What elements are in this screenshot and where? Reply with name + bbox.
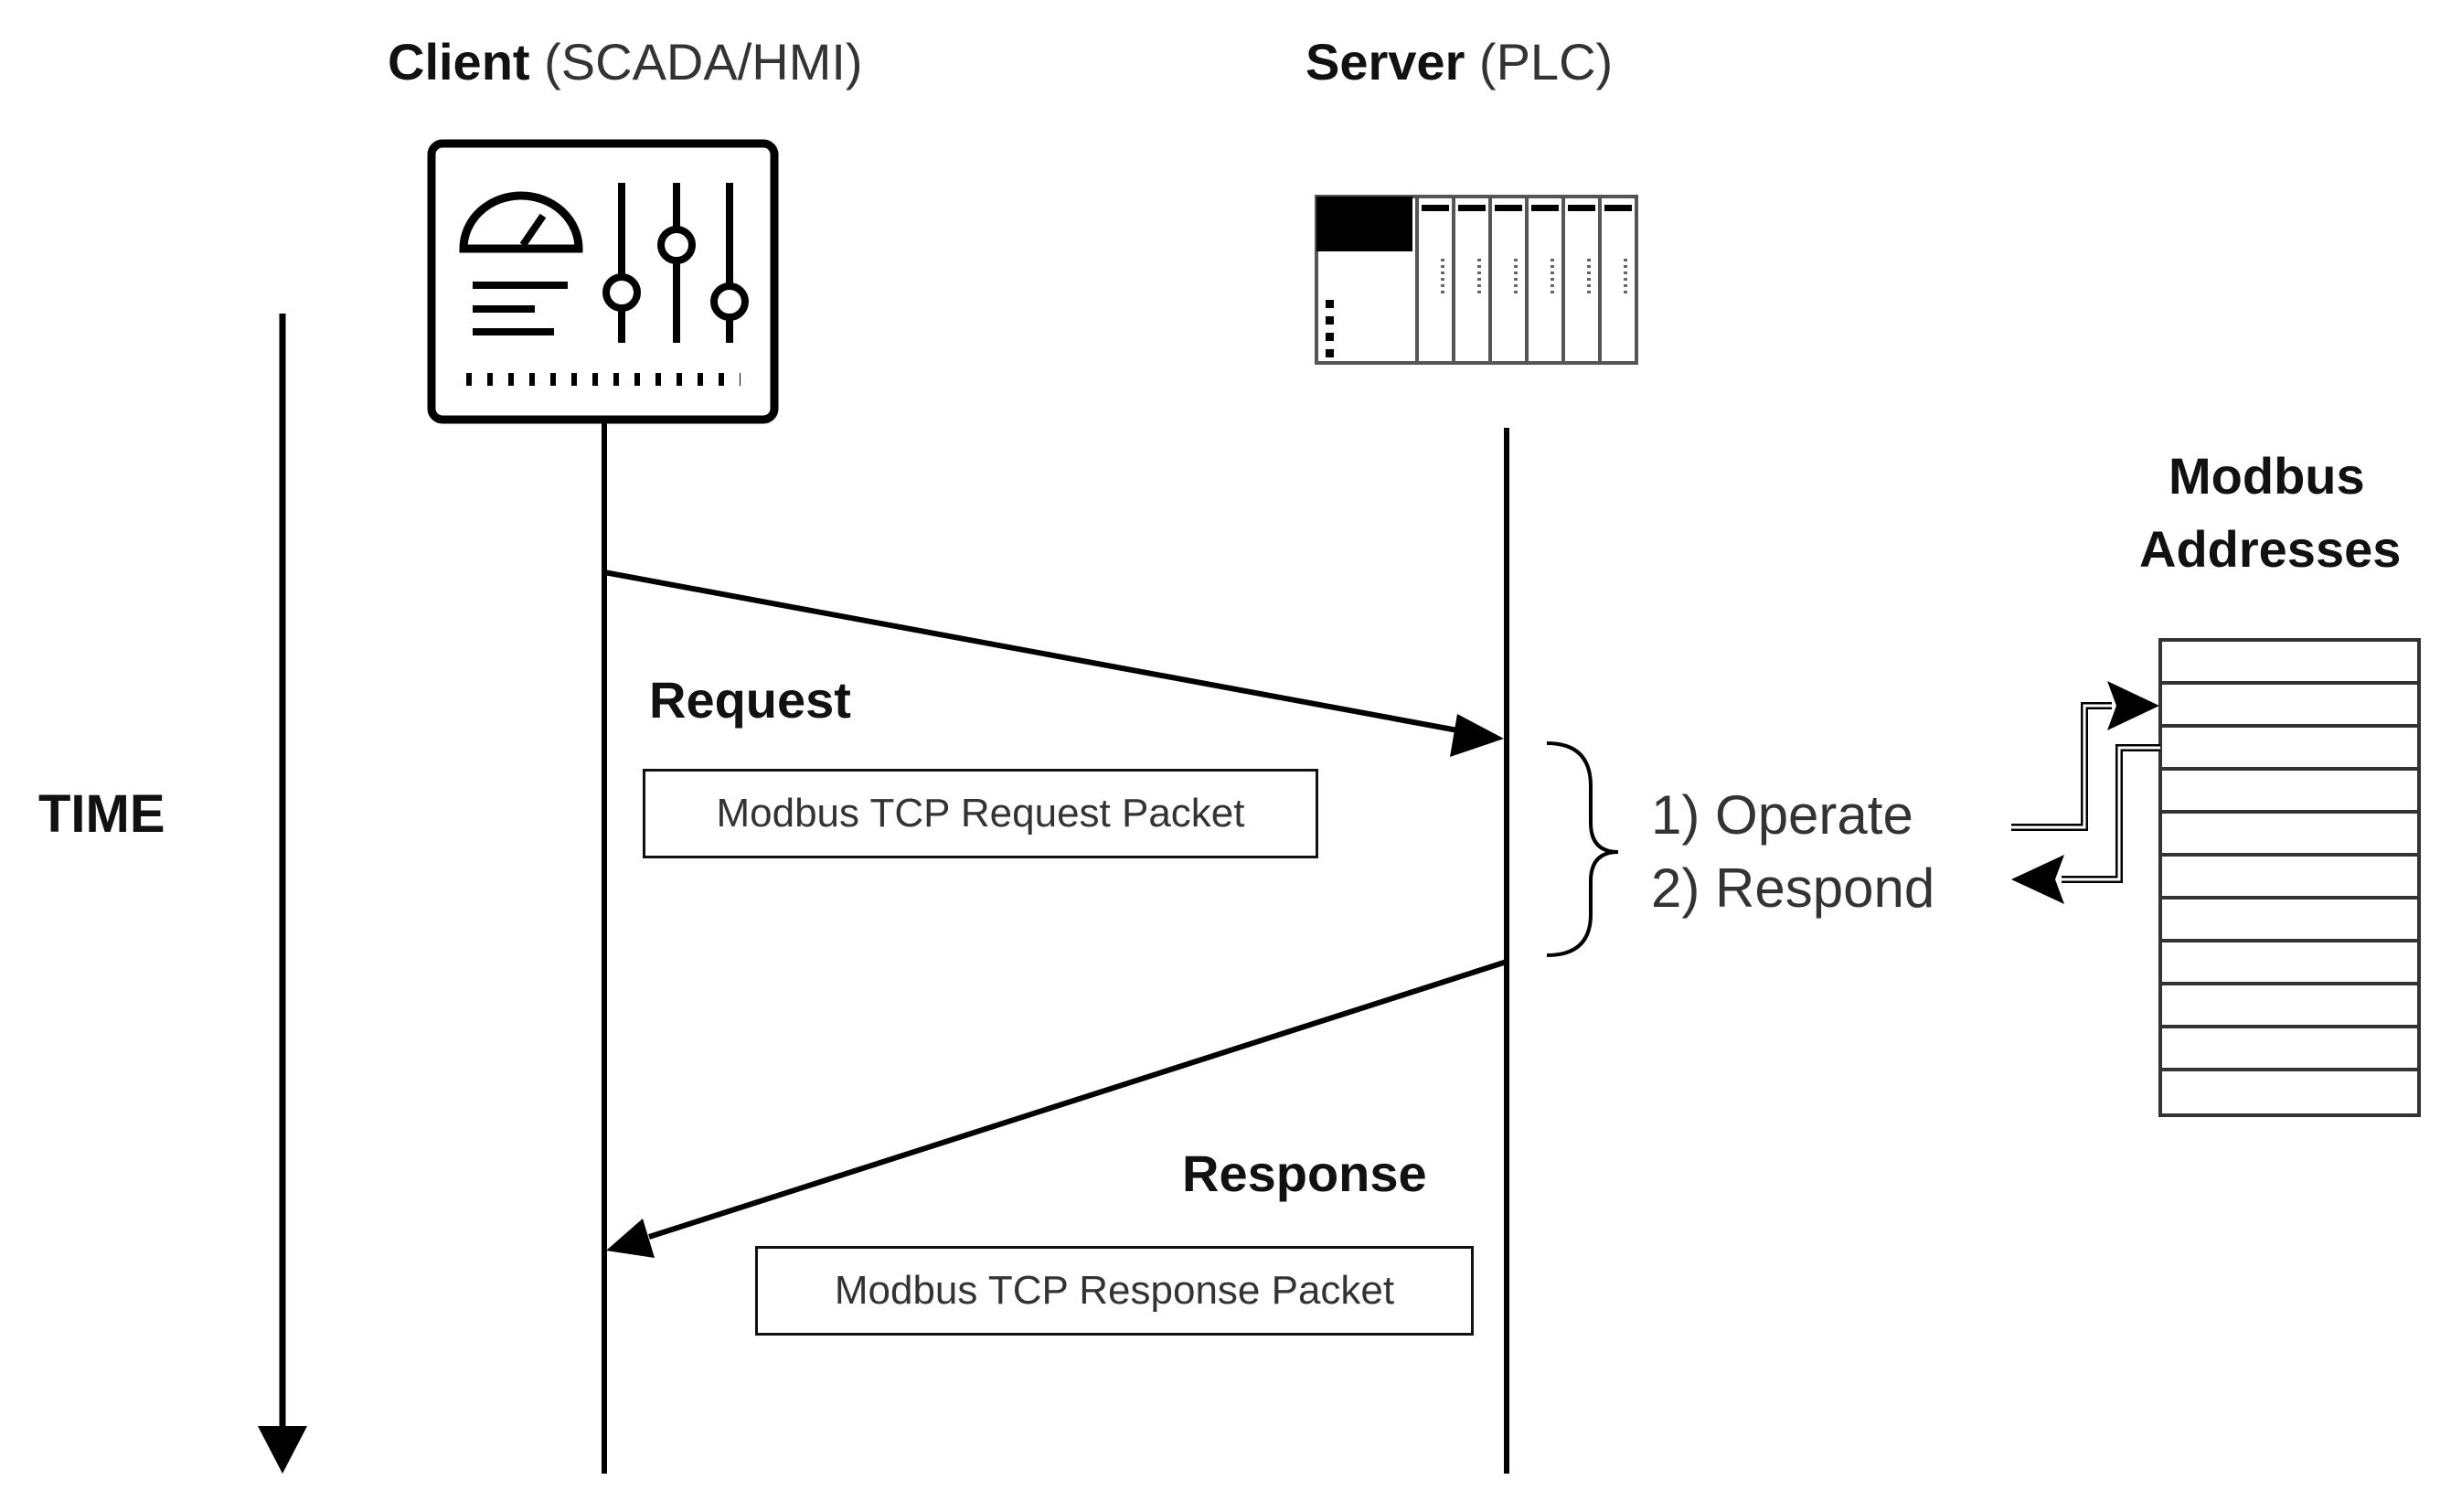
response-arrow — [606, 959, 1508, 1258]
client-title: Client (SCADA/HMI) — [388, 37, 863, 88]
time-arrow — [258, 314, 307, 1474]
request-arrow — [603, 570, 1504, 757]
request-packet-text: Modbus TCP Request Packet — [716, 791, 1245, 836]
step-operate: 1) Operate — [1651, 784, 1913, 846]
plc-rack-icon — [1315, 195, 1638, 365]
time-label: TIME — [38, 784, 165, 844]
response-label: Response — [1182, 1145, 1427, 1202]
operate-arrow — [2011, 681, 2159, 831]
client-title-role: (SCADA/HMI) — [529, 33, 863, 91]
respond-arrow — [2011, 744, 2160, 904]
request-packet-box: Modbus TCP Request Packet — [643, 769, 1318, 858]
server-title: Server (PLC) — [1305, 37, 1613, 88]
client-title-bold: Client — [388, 33, 530, 91]
request-label: Request — [649, 671, 851, 729]
step-respond: 2) Respond — [1651, 857, 1935, 919]
modbus-address-table — [2158, 638, 2421, 1117]
server-title-role: (PLC) — [1465, 33, 1614, 91]
addresses-title-line2: Addresses — [2139, 520, 2402, 578]
server-title-bold: Server — [1305, 33, 1465, 91]
response-packet-text: Modbus TCP Response Packet — [834, 1268, 1395, 1313]
response-packet-box: Modbus TCP Response Packet — [755, 1246, 1474, 1336]
addresses-title-line1: Modbus — [2169, 447, 2365, 505]
operate-respond-brace — [1546, 741, 1619, 957]
hmi-panel-icon — [427, 139, 779, 424]
